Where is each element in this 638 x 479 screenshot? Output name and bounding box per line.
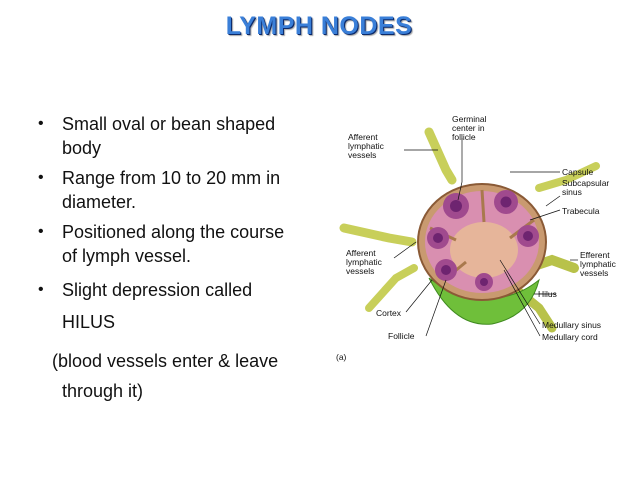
label-germinal-center: Germinal center in follicle [452,114,489,142]
label-medullary-cord: Medullary cord [542,332,598,342]
slide-title: LYMPH NODES [225,12,413,40]
germinal-center [433,233,443,243]
bullet-item: • Small oval or bean shaped body [36,112,336,160]
germinal-center [450,200,462,212]
label-afferent-top: Afferent lymphatic vessels [348,132,386,160]
bullet-text-line: diameter. [62,192,137,212]
bullet-text-line: Positioned along the course [62,222,285,242]
afferent-vessel [365,264,418,312]
bullet-dot: • [38,115,44,132]
trabecula-line [480,189,486,223]
afferent-vessel [424,127,457,185]
afferent-vessel [339,223,417,247]
label-subcapsular-sinus: Subcapsular sinus [562,178,612,197]
medulla [450,222,518,278]
note-line: (blood vessels enter & leave [52,351,279,371]
label-line: lymphatic [346,257,383,267]
label-line: Subcapsular [562,178,609,188]
label-medullary-sinus: Medullary sinus [542,320,601,330]
germinal-center [500,196,512,208]
label-follicle: Follicle [388,331,415,341]
bullet-text-line: Slight depression called [62,280,253,300]
bullet-item: • Slight depression called HILUS [36,278,336,334]
bullet-text-line: of lymph vessel. [62,246,192,266]
leader-line [545,195,561,207]
leader-line [499,259,541,325]
label-afferent-mid: Afferent lymphatic vessels [346,248,384,276]
leader-line [457,138,463,201]
label-line: center in [452,123,485,133]
label-hilus: Hilus [538,289,557,299]
label-line: Efferent [580,250,610,260]
bullet-text-line: Range from 10 to 20 mm in [62,168,281,188]
leader-line [393,241,417,259]
leader-line [425,279,447,337]
germinal-center [523,231,533,241]
afferent-vessel [535,162,600,192]
bullet-dot: • [38,169,44,186]
bullet-text-line: Small oval or bean shaped [62,114,276,134]
leader-lines [393,138,578,337]
bullet-dot: • [38,223,44,240]
label-trabecula: Trabecula [562,206,600,216]
label-efferent: Efferent lymphatic vessels [580,250,618,278]
lymph-node-diagram: Germinal center in follicle Afferent lym… [336,114,618,362]
bullet-text-line: HILUS [62,312,116,332]
label-line: vessels [346,266,374,276]
label-capsule: Capsule [562,167,593,177]
label-line: vessels [580,268,608,278]
label-line: vessels [348,150,376,160]
note-line: through it) [62,381,144,401]
bullet-item: • Positioned along the course of lymph v… [36,220,336,268]
label-cortex: Cortex [376,308,402,318]
leader-line [529,209,561,221]
bullet-text-line: body [62,138,102,158]
label-line: Afferent [346,248,376,258]
label-line: sinus [562,187,582,197]
hilus-note: (blood vessels enter & leave through it) [52,346,342,406]
bullet-dot: • [38,281,44,298]
bullet-list: • Small oval or bean shaped body • Range… [36,112,336,334]
label-line: Germinal [452,114,487,124]
leader-line [405,279,433,313]
leader-line [503,269,541,337]
label-line: lymphatic [348,141,385,151]
follicles [427,190,539,291]
figure-tag: (a) [336,352,347,362]
label-line: Afferent [348,132,378,142]
label-line: follicle [452,132,476,142]
bullet-item: • Range from 10 to 20 mm in diameter. [36,166,336,214]
label-line: lymphatic [580,259,617,269]
germinal-center [441,265,451,275]
germinal-center [480,278,488,286]
